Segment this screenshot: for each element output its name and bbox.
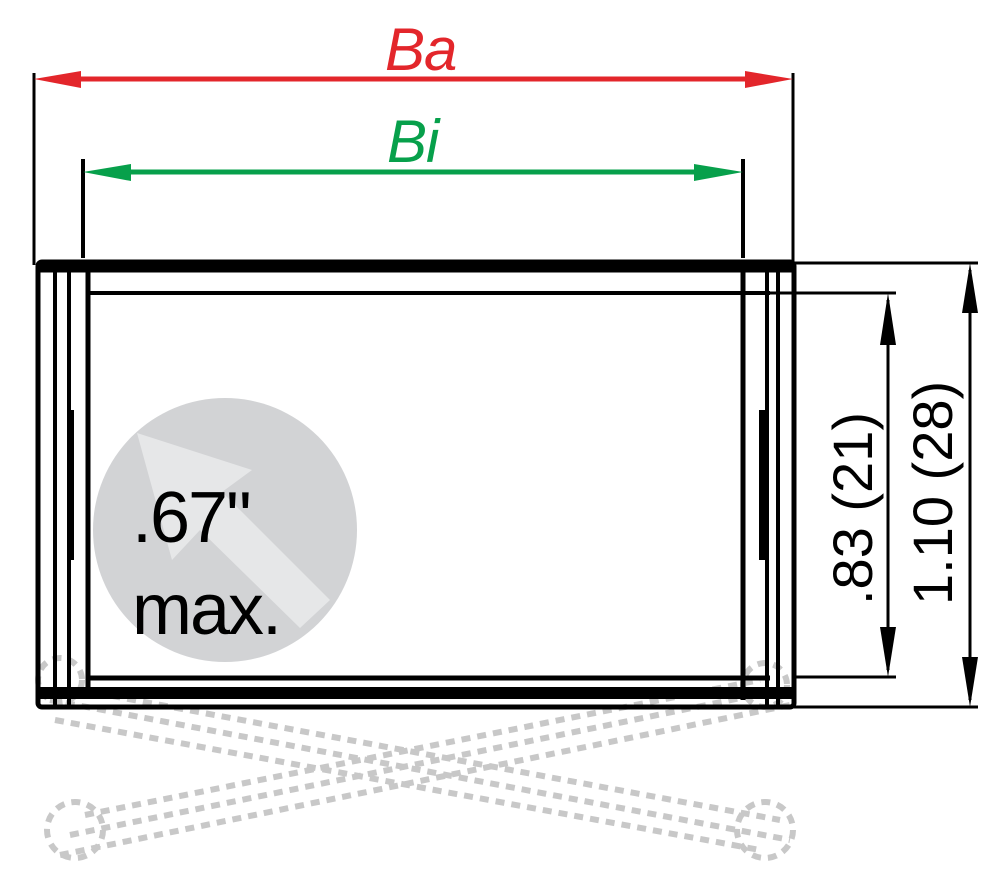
- height-dimensions: [770, 261, 978, 709]
- inner-width-dimension: [81, 159, 745, 258]
- outer-width-label: Ba: [385, 16, 457, 83]
- inner-width-label: Bi: [387, 108, 439, 175]
- max-depth-badge: [93, 398, 357, 662]
- outer-width-dimension: [32, 71, 795, 265]
- inner-height-label: .83 (21): [821, 412, 884, 605]
- frame-depth-qualifier: max.: [132, 570, 282, 650]
- frame-profile: [35, 259, 797, 710]
- frame-depth-value: .67": [132, 478, 252, 558]
- opened-frame-dashed-outline: [35, 655, 796, 861]
- outer-height-label: 1.10 (28): [901, 380, 964, 605]
